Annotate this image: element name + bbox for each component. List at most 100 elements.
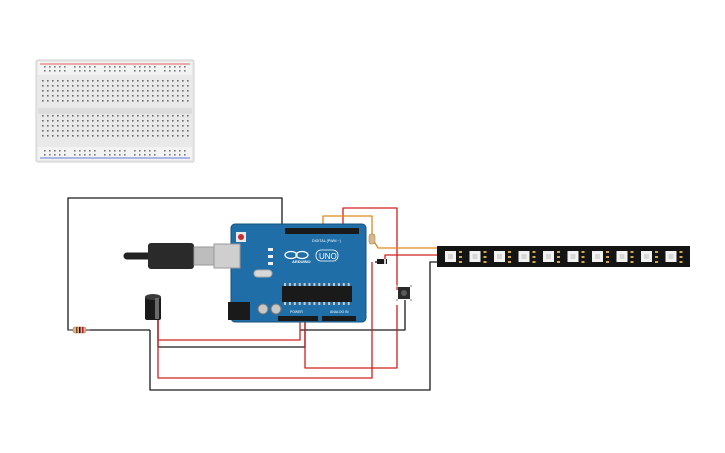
breadboard-hole bbox=[57, 120, 59, 122]
breadboard-hole bbox=[52, 95, 54, 97]
breadboard-hole bbox=[147, 100, 149, 102]
chip-pin bbox=[313, 283, 316, 286]
capacitor[interactable] bbox=[145, 294, 161, 320]
breadboard-hole bbox=[177, 125, 179, 127]
breadboard-hole bbox=[157, 125, 159, 127]
led-pad bbox=[483, 251, 487, 253]
breadboard-hole bbox=[187, 125, 189, 127]
breadboard-hole bbox=[164, 150, 166, 152]
breadboard-hole bbox=[77, 130, 79, 132]
breadboard-hole bbox=[154, 150, 156, 152]
breadboard-hole bbox=[92, 130, 94, 132]
resistor[interactable] bbox=[68, 326, 90, 334]
inline-resistor-top[interactable] bbox=[368, 233, 376, 245]
chip-pin bbox=[318, 283, 321, 286]
breadboard-hole bbox=[149, 154, 151, 156]
breadboard-hole bbox=[167, 115, 169, 117]
breadboard-hole bbox=[104, 66, 106, 68]
board-led-rx bbox=[268, 262, 273, 265]
chip-pin bbox=[328, 283, 331, 286]
breadboard-hole bbox=[149, 66, 151, 68]
breadboard-hole bbox=[57, 80, 59, 82]
breadboard-hole bbox=[72, 135, 74, 137]
arduino-uno-board[interactable]: DIGITAL (PWM ~) ARDUINO UNO POWER ANALOG… bbox=[213, 223, 367, 323]
breadboard-hole bbox=[127, 120, 129, 122]
breadboard-hole bbox=[169, 70, 171, 72]
breadboard-hole bbox=[87, 95, 89, 97]
breadboard-hole bbox=[52, 85, 54, 87]
breadboard-hole bbox=[142, 100, 144, 102]
breadboard-hole bbox=[77, 95, 79, 97]
wire-black-bottom bbox=[149, 261, 438, 391]
breadboard-hole bbox=[152, 125, 154, 127]
breadboard-hole bbox=[102, 80, 104, 82]
breadboard-hole bbox=[132, 135, 134, 137]
breadboard-hole bbox=[107, 80, 109, 82]
breadboard-hole bbox=[152, 80, 154, 82]
breadboard-hole bbox=[162, 85, 164, 87]
led-pad bbox=[679, 256, 683, 258]
breadboard-hole bbox=[47, 85, 49, 87]
breadboard-hole bbox=[82, 90, 84, 92]
breadboard-hole bbox=[72, 85, 74, 87]
breadboard-hole bbox=[97, 125, 99, 127]
breadboard-hole bbox=[167, 85, 169, 87]
breadboard-hole bbox=[179, 66, 181, 68]
breadboard-hole bbox=[62, 85, 64, 87]
breadboard-hole bbox=[87, 130, 89, 132]
breadboard-hole bbox=[112, 100, 114, 102]
breadboard-hole bbox=[114, 66, 116, 68]
pushbutton[interactable] bbox=[396, 285, 412, 301]
breadboard-hole bbox=[79, 150, 81, 152]
led-pad bbox=[532, 251, 536, 253]
led-pad bbox=[459, 251, 462, 253]
breadboard-hole bbox=[57, 95, 59, 97]
breadboard-hole bbox=[144, 66, 146, 68]
breadboard-hole bbox=[162, 80, 164, 82]
breadboard-hole bbox=[59, 154, 61, 156]
breadboard-hole bbox=[92, 80, 94, 82]
chip-pin bbox=[293, 302, 296, 305]
breadboard-hole bbox=[167, 100, 169, 102]
led-pad bbox=[630, 261, 634, 263]
breadboard-hole bbox=[134, 150, 136, 152]
breadboard-hole bbox=[167, 120, 169, 122]
wire-orange-data bbox=[322, 215, 438, 249]
breadboard-hole bbox=[97, 95, 99, 97]
breadboard[interactable] bbox=[35, 59, 195, 163]
breadboard-hole bbox=[172, 130, 174, 132]
led-strip[interactable] bbox=[437, 246, 690, 267]
chip-pin bbox=[318, 302, 321, 305]
breadboard-hole bbox=[62, 95, 64, 97]
breadboard-hole bbox=[112, 135, 114, 137]
breadboard-hole bbox=[147, 135, 149, 137]
breadboard-hole bbox=[72, 125, 74, 127]
diode[interactable] bbox=[377, 259, 387, 264]
chip-pin bbox=[342, 302, 345, 305]
breadboard-hole bbox=[177, 130, 179, 132]
breadboard-hole bbox=[122, 90, 124, 92]
led-pad bbox=[483, 261, 487, 263]
breadboard-hole bbox=[164, 66, 166, 68]
breadboard-hole bbox=[112, 95, 114, 97]
breadboard-hole bbox=[104, 70, 106, 72]
breadboard-hole bbox=[174, 150, 176, 152]
breadboard-hole bbox=[132, 85, 134, 87]
led-pixel-chip bbox=[521, 254, 527, 259]
breadboard-hole bbox=[174, 66, 176, 68]
breadboard-hole bbox=[137, 120, 139, 122]
breadboard-hole bbox=[112, 130, 114, 132]
board-capacitor-1 bbox=[257, 303, 269, 315]
breadboard-hole bbox=[109, 154, 111, 156]
breadboard-hole bbox=[67, 125, 69, 127]
breadboard-hole bbox=[147, 125, 149, 127]
breadboard-hole bbox=[147, 130, 149, 132]
breadboard-hole bbox=[119, 66, 121, 68]
breadboard-hole bbox=[89, 70, 91, 72]
breadboard-hole bbox=[77, 80, 79, 82]
breadboard-hole bbox=[137, 90, 139, 92]
breadboard-hole bbox=[127, 135, 129, 137]
breadboard-hole bbox=[57, 135, 59, 137]
breadboard-hole bbox=[104, 154, 106, 156]
